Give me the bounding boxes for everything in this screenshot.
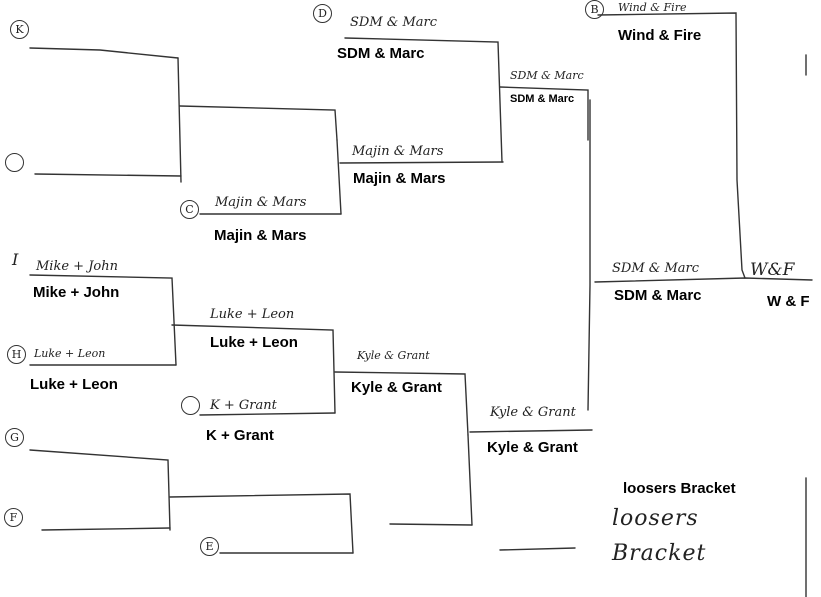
team-label: Luke + Leon <box>210 334 298 351</box>
bracket-line <box>499 547 576 551</box>
bracket-line <box>29 47 179 59</box>
bracket-line <box>339 161 504 164</box>
handwritten-entry: loosers <box>612 506 699 531</box>
seed-marker-k: K <box>10 20 29 39</box>
handwritten-entry: Luke + Leon <box>210 307 295 322</box>
handwritten-entry: K + Grant <box>210 398 277 413</box>
seed-marker-f: F <box>4 508 23 527</box>
handwritten-entry: W&F <box>750 260 795 280</box>
handwritten-entry: Kyle & Grant <box>490 405 576 420</box>
bracket-line <box>499 86 589 141</box>
seed-marker-d: D <box>313 4 332 23</box>
team-label: Kyle & Grant <box>351 379 442 396</box>
handwritten-entry: Kyle & Grant <box>357 349 430 362</box>
handwritten-entry: Bracket <box>612 541 707 566</box>
team-label: Luke + Leon <box>30 376 118 393</box>
team-label: SDM & Marc <box>337 45 425 62</box>
handwritten-entry: Mike + John <box>36 259 118 274</box>
bracket-line <box>169 493 354 554</box>
bracket-line <box>336 139 342 215</box>
handwritten-entry: Majin & Mars <box>215 195 307 210</box>
bracket-line <box>199 412 336 416</box>
bracket-line <box>29 449 171 531</box>
bracket-line <box>171 324 336 414</box>
handwritten-entry: Majin & Mars <box>352 144 444 159</box>
bracket-line <box>34 173 182 177</box>
bracket-line <box>587 99 591 411</box>
bracket-line <box>597 12 746 279</box>
team-label: Wind & Fire <box>618 27 702 44</box>
bracket-line <box>467 434 473 526</box>
bracket-line <box>469 429 593 433</box>
handwritten-entry: Luke + Leon <box>34 347 106 360</box>
seed-marker-b: B <box>585 0 604 19</box>
handwritten-entry: SDM & Marc <box>612 261 700 276</box>
bracket-line <box>334 371 469 436</box>
bracket-title: loosers Bracket <box>623 480 736 497</box>
bracket-line <box>41 527 171 531</box>
bracket-line <box>177 57 182 183</box>
bracket-line <box>344 37 503 163</box>
seed-marker-i: I <box>12 250 19 269</box>
handwritten-entry: SDM & Marc <box>350 15 438 30</box>
team-label: SDM & Marc <box>614 287 702 304</box>
handwritten-entry: Wind & Fire <box>618 1 687 14</box>
team-label: Mike + John <box>33 284 120 301</box>
bracket-line <box>179 105 338 141</box>
seed-marker-c: C <box>180 200 199 219</box>
seed-marker-h: H <box>7 345 26 364</box>
team-label: SDM & Marc <box>510 93 575 105</box>
team-label: W & F <box>767 293 810 310</box>
seed-marker-j <box>5 153 24 172</box>
seed-marker-e: E <box>200 537 219 556</box>
handwritten-entry: SDM & Marc <box>510 69 584 82</box>
bracket-line <box>29 274 177 366</box>
team-label: Kyle & Grant <box>487 439 578 456</box>
team-label: Majin & Mars <box>214 227 307 244</box>
seed-marker-g: G <box>5 428 24 447</box>
team-label: Majin & Mars <box>353 170 446 187</box>
bracket-line <box>389 523 473 526</box>
seed-marker-l <box>181 396 200 415</box>
team-label: K + Grant <box>206 427 274 444</box>
bracket-line <box>594 277 813 283</box>
